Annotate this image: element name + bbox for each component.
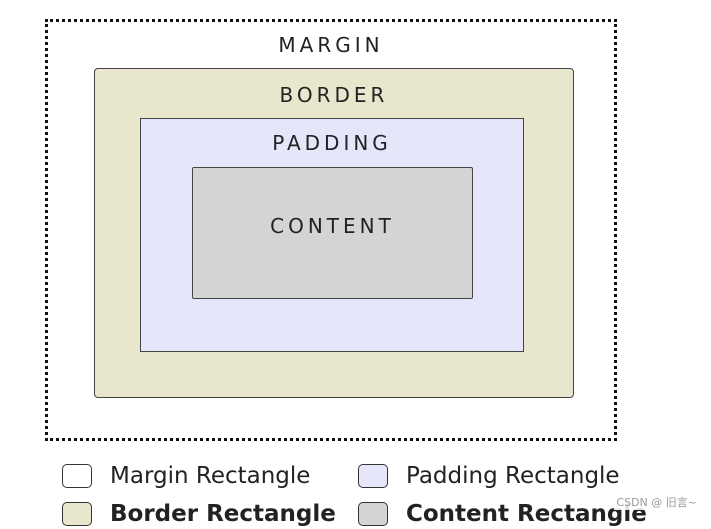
legend-item-padding: Padding Rectangle <box>358 461 620 491</box>
border-swatch-icon <box>62 502 92 526</box>
content-swatch-icon <box>358 502 388 526</box>
legend-label-padding: Padding Rectangle <box>406 463 620 489</box>
border-label: BORDER <box>279 83 389 107</box>
margin-swatch-icon <box>62 464 92 488</box>
legend-item-border: Border Rectangle <box>62 499 336 529</box>
watermark: CSDN @ 旧言~ <box>614 494 699 510</box>
content-label: CONTENT <box>270 214 395 238</box>
legend-label-margin: Margin Rectangle <box>110 463 311 489</box>
margin-label: MARGIN <box>278 33 384 57</box>
padding-swatch-icon <box>358 464 388 488</box>
legend-item-margin: Margin Rectangle <box>62 461 310 491</box>
padding-label: PADDING <box>272 131 392 155</box>
legend-item-content: Content Rectangle <box>358 499 647 529</box>
legend-label-content: Content Rectangle <box>406 501 647 527</box>
legend-label-border: Border Rectangle <box>110 501 336 527</box>
content-rectangle <box>192 167 473 299</box>
